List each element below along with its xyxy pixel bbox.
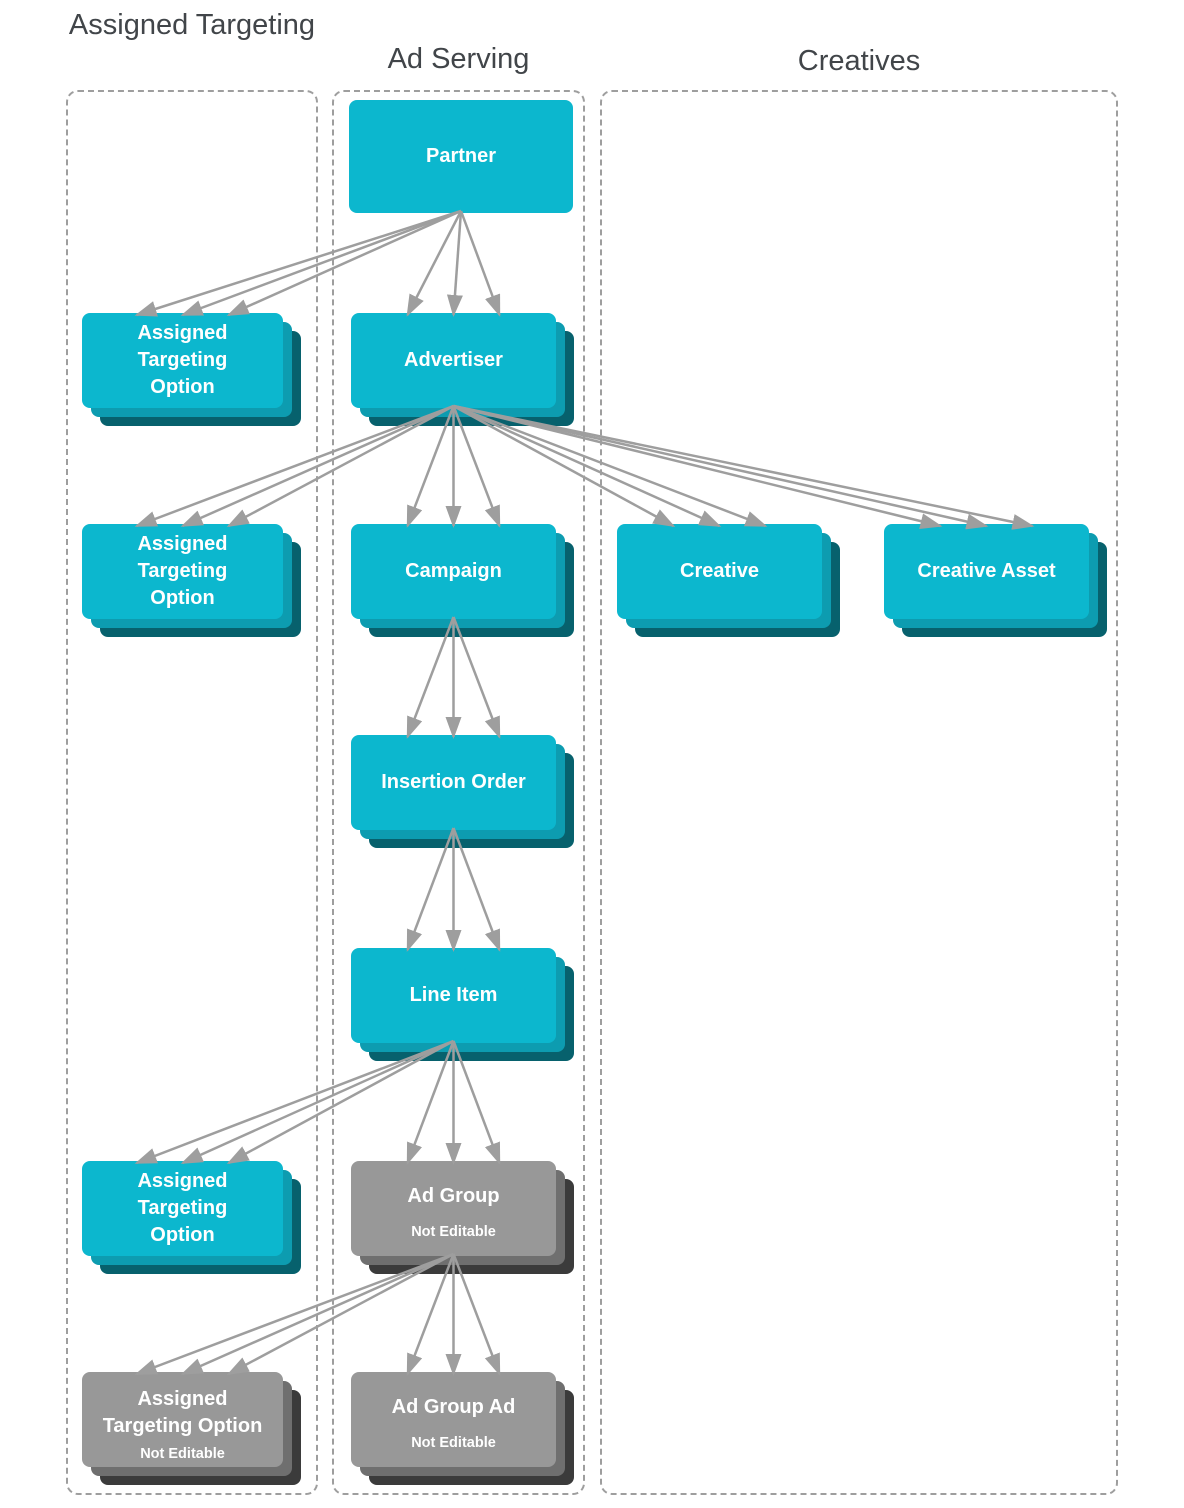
node-assigned-targeting-option-4: Assigned Targeting Option Not Editable	[82, 1372, 283, 1467]
node-assigned-targeting-option-1-label: Assigned Targeting Option	[137, 322, 228, 398]
node-creative-asset-label: Creative Asset	[917, 560, 1056, 582]
node-ad-group-ad-note: Not Editable	[411, 1435, 496, 1451]
node-advertiser-label: Advertiser	[404, 349, 503, 371]
column-title-creatives: Creatives	[797, 45, 921, 77]
node-creative-label: Creative	[680, 560, 759, 582]
node-insertion-order-label: Insertion Order	[381, 771, 526, 793]
node-assigned-targeting-option-3: Assigned Targeting Option	[82, 1161, 283, 1256]
node-partner: Partner	[349, 100, 573, 213]
node-ad-group-ad: Ad Group Ad Not Editable	[351, 1372, 556, 1467]
column-title-assigned-targeting: Assigned Targeting	[68, 9, 316, 41]
column-title-ad-serving: Ad Serving	[387, 43, 530, 75]
node-ad-group: Ad Group Not Editable	[351, 1161, 556, 1256]
node-ad-group-label: Ad Group	[407, 1185, 500, 1207]
node-advertiser: Advertiser	[351, 313, 556, 408]
panel-ad-serving	[332, 90, 585, 1495]
node-assigned-targeting-option-2-label: Assigned Targeting Option	[137, 533, 228, 609]
node-partner-label: Partner	[425, 145, 497, 167]
node-assigned-targeting-option-3-label: Assigned Targeting Option	[137, 1170, 228, 1246]
node-campaign-label: Campaign	[405, 560, 502, 582]
panel-assigned-targeting	[66, 90, 318, 1495]
node-assigned-targeting-option-4-label: Assigned Targeting Option	[102, 1388, 263, 1437]
node-creative: Creative	[617, 524, 822, 619]
node-assigned-targeting-option-2: Assigned Targeting Option	[82, 524, 283, 619]
node-ad-group-ad-label: Ad Group Ad	[391, 1396, 516, 1418]
node-insertion-order: Insertion Order	[351, 735, 556, 830]
node-assigned-targeting-option-4-note: Not Editable	[140, 1446, 225, 1462]
node-campaign: Campaign	[351, 524, 556, 619]
node-line-item-label: Line Item	[409, 984, 498, 1006]
node-ad-group-note: Not Editable	[411, 1224, 496, 1240]
panel-creatives	[600, 90, 1118, 1495]
node-creative-asset: Creative Asset	[884, 524, 1089, 619]
node-assigned-targeting-option-1: Assigned Targeting Option	[82, 313, 283, 408]
node-line-item: Line Item	[351, 948, 556, 1043]
